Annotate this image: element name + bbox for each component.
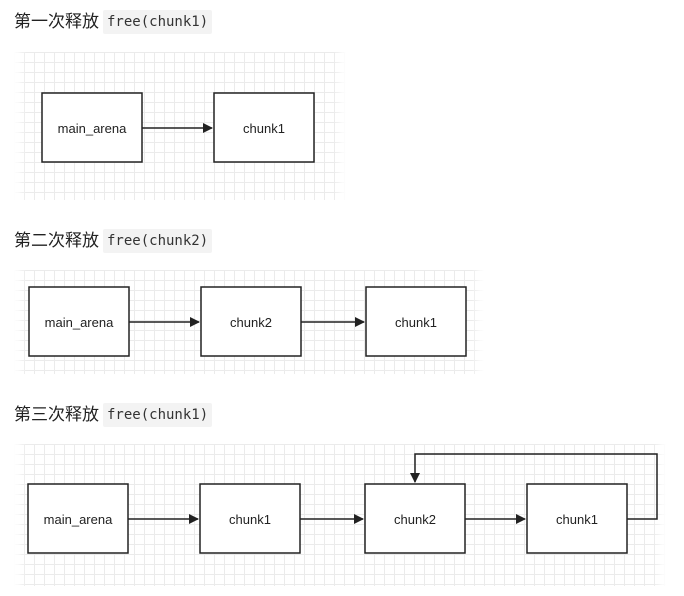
- section-1-code: free(chunk1): [103, 10, 213, 34]
- section-1-diagram: main_arena chunk1: [41, 92, 315, 163]
- s1-node-1-label: chunk1: [243, 121, 285, 136]
- s2-node-2-box: [365, 286, 467, 357]
- s1-node-0-box: [41, 92, 143, 163]
- s3-node-0-box: [27, 483, 129, 554]
- s2-node-1-box: [200, 286, 302, 357]
- s3-node-1-box: [199, 483, 301, 554]
- section-3-diagram: main_arena chunk1 chunk2 chunk1: [27, 453, 658, 554]
- section-1-title: 第一次释放: [14, 12, 99, 32]
- s3-node-3-box: [526, 483, 628, 554]
- s1-node-0-label: main_arena: [58, 121, 127, 136]
- section-3-title: 第三次释放: [14, 405, 99, 425]
- section-2-diagram: main_arena chunk2 chunk1: [28, 286, 467, 357]
- s2-node-1-label: chunk2: [230, 315, 272, 330]
- section-2-title: 第二次释放: [14, 231, 99, 251]
- section-3-code: free(chunk1): [103, 403, 213, 427]
- s3-node-0-label: main_arena: [44, 512, 113, 527]
- section-2-code: free(chunk2): [103, 229, 213, 253]
- section-3-heading: 第三次释放 free(chunk1): [14, 403, 213, 427]
- s3-node-3-label: chunk1: [556, 512, 598, 527]
- s3-node-2-box: [364, 483, 466, 554]
- s2-node-0-box: [28, 286, 130, 357]
- s1-node-1-box: [213, 92, 315, 163]
- s2-node-2-label: chunk1: [395, 315, 437, 330]
- s3-node-1-label: chunk1: [229, 512, 271, 527]
- s2-node-0-label: main_arena: [45, 315, 114, 330]
- section-1-heading: 第一次释放 free(chunk1): [14, 10, 213, 34]
- s3-loop-arrow: [410, 453, 658, 520]
- section-2-heading: 第二次释放 free(chunk2): [14, 229, 213, 253]
- s3-node-2-label: chunk2: [394, 512, 436, 527]
